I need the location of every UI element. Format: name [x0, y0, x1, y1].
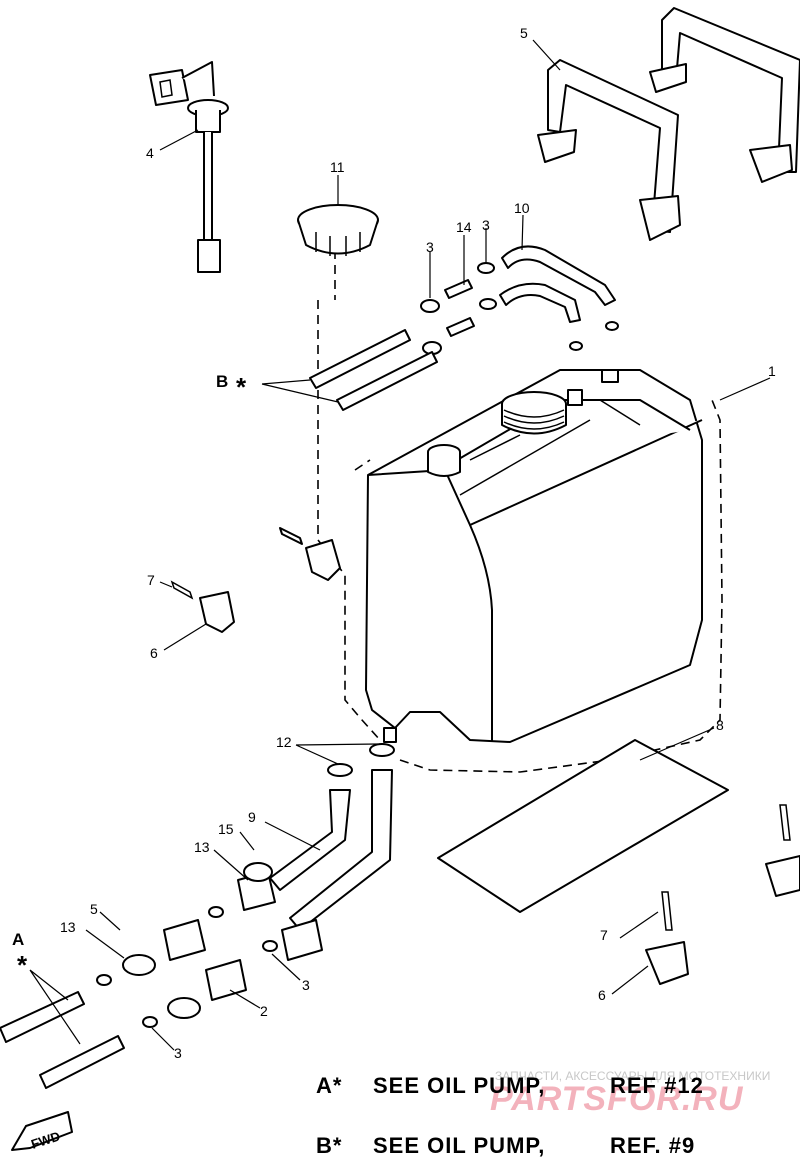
marker-b-letter: B — [216, 372, 228, 391]
callout-3-clamp-right: 3 — [302, 977, 310, 993]
callout-3-clamp-bottom: 3 — [174, 1045, 182, 1061]
callout-7-bolt-left: 7 — [147, 572, 155, 588]
callout-10-vent-hose: 10 — [514, 200, 530, 216]
oil-hoses-a — [0, 991, 125, 1089]
tank-strap-pair — [537, 7, 800, 241]
fuel-level-sender — [149, 61, 229, 273]
note-b-number: REF. #9 — [610, 1133, 696, 1158]
callout-6-bracket-right: 6 — [598, 987, 606, 1003]
reference-markers: B * A * — [12, 372, 247, 980]
vent-hoses — [499, 245, 616, 323]
marker-a-letter: A — [12, 930, 24, 949]
assembly-dashed-outline — [317, 250, 723, 773]
callout-5-screw: 5 — [90, 901, 98, 917]
leader-lines — [29, 39, 771, 1051]
marker-a-star: * — [17, 950, 28, 980]
callout-4-sender: 4 — [146, 145, 154, 161]
callout-8-pad: 8 — [716, 717, 724, 733]
callout-3-clamp-upper-right: 3 — [482, 217, 490, 233]
callout-7-bolt-right: 7 — [600, 927, 608, 943]
callout-15-bolt: 15 — [218, 821, 234, 837]
filler-cap — [297, 204, 379, 256]
callout-2-filter: 2 — [260, 1003, 268, 1019]
callout-12-clamp: 12 — [276, 734, 292, 750]
callout-1-tank: 1 — [768, 363, 776, 379]
bracket-left — [170, 527, 341, 633]
callout-numbers: 5 4 11 10 14 3 3 1 7 6 8 12 9 15 13 5 13… — [60, 25, 776, 1061]
note-a-number: REF #12 — [610, 1073, 704, 1098]
fuel-tank — [365, 369, 703, 743]
callout-14-fitting: 14 — [456, 219, 472, 235]
oil-hoses-b — [309, 329, 438, 411]
note-b-text: SEE OIL PUMP, — [373, 1133, 546, 1158]
note-b-ref: B* — [316, 1133, 343, 1158]
note-a-text: SEE OIL PUMP, — [373, 1073, 546, 1098]
bracket-right — [645, 804, 800, 985]
marker-b-star: * — [236, 372, 247, 402]
fwd-direction-arrow: FWD — [11, 1111, 73, 1152]
callout-11-cap: 11 — [330, 159, 345, 175]
tank-pad — [437, 739, 729, 913]
upper-clamps-fittings — [420, 262, 619, 355]
callout-9-hose: 9 — [248, 809, 256, 825]
callout-3-clamp-upper-left: 3 — [426, 239, 434, 255]
fuel-hoses — [269, 743, 395, 931]
note-a-ref: A* — [316, 1073, 343, 1098]
callout-5-strap: 5 — [520, 25, 528, 41]
fuel-filters — [96, 862, 323, 1028]
callout-6-bracket-left: 6 — [150, 645, 158, 661]
callout-13-clamp-upper: 13 — [194, 839, 210, 855]
callout-13-clamp-lower: 13 — [60, 919, 76, 935]
